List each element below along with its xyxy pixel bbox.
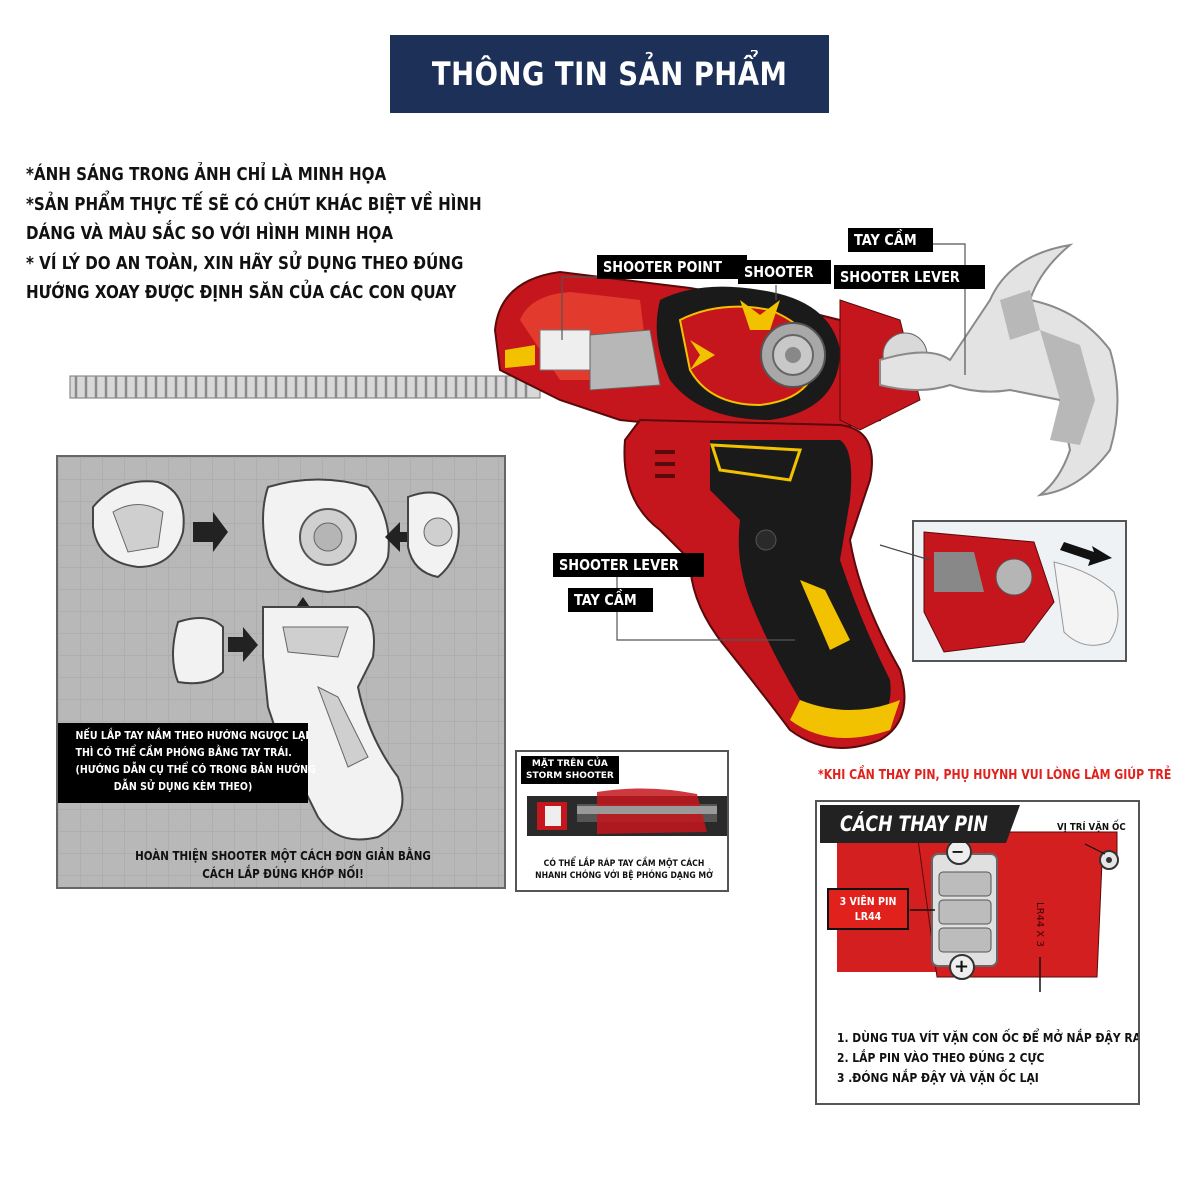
step-item: 2. LẮP PIN VÀO THEO ĐÚNG 2 CỰC <box>837 1050 1045 1065</box>
tay-cam-mid-tag: TAY CẦM <box>568 588 653 612</box>
arrow-left-icon <box>385 522 420 552</box>
step-item: 3 .ĐÓNG NẮP ĐẬY VÀ VẶN ỐC LẠI <box>837 1070 1039 1085</box>
arrow-right-icon <box>193 512 228 552</box>
minus-sign: − <box>951 842 965 861</box>
tay-cam-top-tag: TAY CẦM <box>848 228 933 252</box>
top-view-label: MẶT TRÊN CỦA STORM SHOOTER <box>521 756 619 784</box>
arrow-right-icon <box>228 627 258 662</box>
assembly-note: NẾU LẮP TAY NẮM THEO HƯỚNG NGƯỢC LẠI THÌ… <box>75 729 316 793</box>
shooter-tag: SHOOTER <box>738 260 831 284</box>
battery-count-label: 3 VIÊN PIN LR44 <box>827 888 909 930</box>
plus-sign: + <box>954 956 970 977</box>
assembly-illustration <box>58 478 460 841</box>
arrow-right-icon <box>1060 542 1112 566</box>
shooter-lever-mid-tag: SHOOTER LEVER <box>553 553 705 577</box>
shooter-point-tag: SHOOTER POINT <box>597 255 748 279</box>
note-line: DÁNG VÀ MÀU SẮC SO VỚI HÌNH MINH HỌA <box>26 223 394 244</box>
step-item: 1. DÙNG TUA VÍT VẶN CON ỐC ĐỂ MỞ NẮP ĐẬY… <box>837 1030 1140 1045</box>
page-title: THÔNG TIN SẢN PHẨM <box>431 55 788 93</box>
note-line: HƯỚNG XOAY ĐƯỢC ĐỊNH SĂN CỦA CÁC CON QUA… <box>26 282 457 303</box>
notes-block: *ÁNH SÁNG TRONG ẢNH CHỈ LÀ MINH HỌA *SẢN… <box>26 160 526 308</box>
shooter-lever-top-tag: SHOOTER LEVER <box>834 265 986 289</box>
ripcord-handle <box>879 243 1119 497</box>
top-view-illustration <box>527 788 727 836</box>
screw-position-label: VỊ TRÍ VẶN ỐC <box>1057 822 1126 833</box>
plus-terminal-icon <box>949 954 975 980</box>
cover-text: LR44 X 3 <box>1034 902 1045 947</box>
battery-heading: CÁCH THAY PIN <box>820 805 1020 843</box>
top-view-caption: CÓ THỂ LẮP RÁP TAY CẦM MỘT CÁCH NHANH CH… <box>535 859 713 881</box>
assembly-panel: NẾU LẮP TAY NẮM THEO HƯỚNG NGƯỢC LẠI THÌ… <box>56 455 506 889</box>
title-banner: THÔNG TIN SẢN PHẨM <box>390 35 829 113</box>
note-line: *ÁNH SÁNG TRONG ẢNH CHỈ LÀ MINH HỌA <box>26 164 387 185</box>
note-line: * VÍ LÝ DO AN TOÀN, XIN HÃY SỬ DỤNG THEO… <box>26 252 464 274</box>
launcher-body <box>493 270 928 749</box>
pull-demo-illustration <box>923 531 1119 653</box>
top-view-inset: MẶT TRÊN CỦA STORM SHOOTER CÓ THỂ LẮP RÁ… <box>515 750 729 892</box>
note-line: *SẢN PHẨM THỰC TẾ SẼ CÓ CHÚT KHÁC BIỆT V… <box>26 193 482 215</box>
battery-steps: 1. DÙNG TUA VÍT VẶN CON ỐC ĐỂ MỞ NẮP ĐẬY… <box>837 1028 1140 1088</box>
battery-panel: CÁCH THAY PIN VỊ TRÍ VẶN ỐC 3 VIÊN PIN L… <box>815 800 1140 1105</box>
assembly-caption: HOÀN THIỆN SHOOTER MỘT CÁCH ĐƠN GIẢN BẰN… <box>135 849 431 881</box>
battery-warning: *KHI CẦN THAY PIN, PHỤ HUYNH VUI LÒNG LÀ… <box>818 768 1172 783</box>
pull-demo-inset <box>912 520 1127 662</box>
ripcord-rack <box>69 375 541 399</box>
